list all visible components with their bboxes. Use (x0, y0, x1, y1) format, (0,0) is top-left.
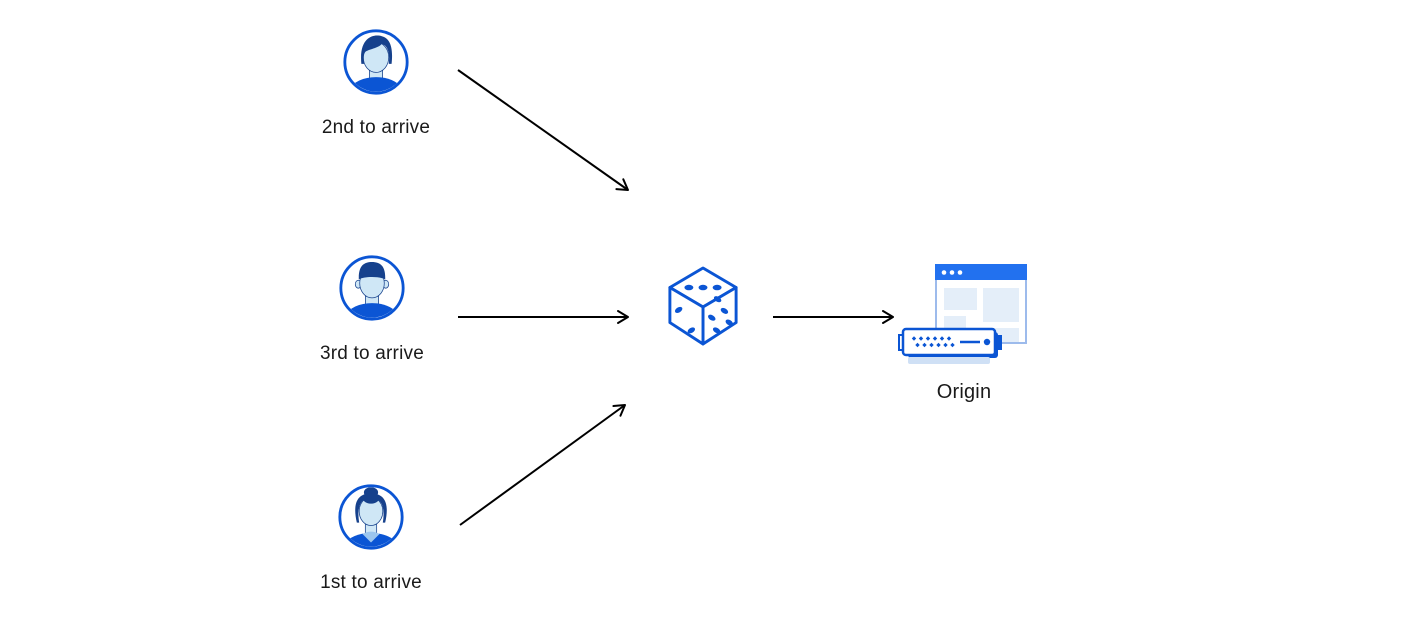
dice-icon (668, 266, 738, 346)
node-label-origin: Origin (936, 381, 992, 403)
node-user-third: 3rd to arrive (297, 254, 447, 365)
man-short-hair-avatar-icon (339, 255, 405, 321)
arrow-user-second-to-die (457, 69, 629, 191)
woman-bun-avatar-icon (338, 484, 404, 550)
node-label-user-first: 1st to arrive (320, 572, 422, 593)
node-user-second: 2nd to arrive (301, 28, 451, 139)
node-origin: Origin (898, 263, 1030, 404)
node-label-user-third: 3rd to arrive (320, 343, 424, 364)
node-user-first: 1st to arrive (296, 483, 446, 594)
arrow-user-first-to-die (459, 404, 626, 526)
origin-server-browser-icon (898, 264, 1027, 364)
node-label-user-second: 2nd to arrive (321, 117, 431, 138)
man-swept-hair-avatar-icon (343, 29, 409, 95)
server (898, 327, 1002, 364)
node-die (666, 264, 740, 352)
